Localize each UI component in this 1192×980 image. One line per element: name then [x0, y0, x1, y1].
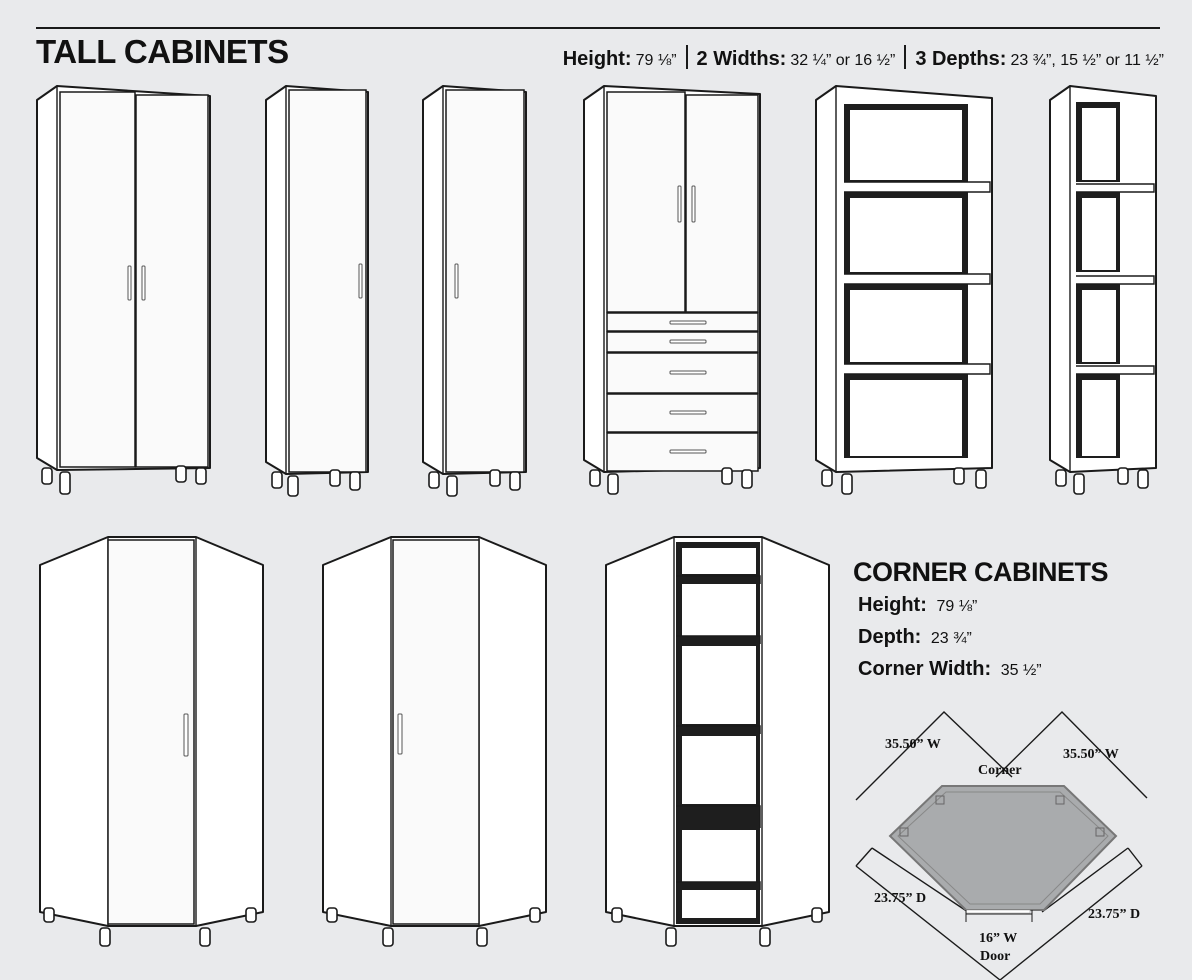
corner-width-row: Corner Width: 35 ½”: [858, 657, 1042, 683]
widths-label: 2 Widths:: [696, 48, 787, 70]
corner-specs: Height: 79 ⅛” Depth: 23 ¾” Corner Width:…: [858, 593, 1042, 689]
corner-height-row: Height: 79 ⅛”: [858, 593, 1042, 619]
right-width-label: 35.50” W: [1063, 747, 1119, 762]
tall-cabinet-narrow-single-door: [422, 85, 527, 497]
door-label: Door: [980, 949, 1010, 964]
left-width-label: 35.50” W: [885, 737, 941, 752]
height-label: Height:: [562, 48, 632, 70]
widths-value: 32 ¼” or 16 ½”: [790, 52, 896, 69]
corner-label: Corner: [978, 763, 1022, 778]
tall-specs-bar: Height: 79 ⅛” 2 Widths: 32 ¼” or 16 ½” 3…: [563, 41, 1164, 71]
spec-divider: [904, 45, 907, 69]
corner-depth-row: Depth: 23 ¾”: [858, 625, 1042, 651]
corner-width-label: Corner Width:: [858, 658, 992, 680]
corner-depth-label: Depth:: [858, 626, 922, 648]
depths-label: 3 Depths:: [915, 48, 1007, 70]
spec-divider: [685, 45, 688, 69]
top-rule: [36, 27, 1160, 29]
corner-cabinet-handle-left: [39, 536, 264, 947]
height-value: 79 ⅛”: [635, 52, 677, 69]
corner-footprint-diagram: 35.50” W 35.50” W Corner 23.75” D 23.75”…: [855, 711, 1148, 980]
depths-value: 23 ¾”, 15 ½” or 11 ½”: [1010, 52, 1164, 69]
tall-cabinet-double-door: [36, 85, 211, 495]
corner-depth-value: 23 ¾”: [930, 630, 972, 647]
corner-cabinet-handle-right: [322, 536, 547, 947]
right-depth-label: 23.75” D: [1088, 907, 1140, 922]
tall-cabinet-open-shelves-wide: [815, 85, 993, 495]
tall-cabinet-doors-drawers: [583, 85, 761, 495]
corner-height-value: 79 ⅛”: [936, 598, 978, 615]
left-depth-label: 23.75” D: [874, 891, 926, 906]
corner-width-value: 35 ½”: [1000, 662, 1042, 679]
corner-cabinets-title: CORNER CABINETS: [853, 557, 1109, 587]
corner-cabinet-open-shelves: [605, 536, 830, 947]
tall-cabinet-open-shelves-narrow: [1049, 85, 1157, 495]
tall-cabinet-narrow-single-door: [265, 85, 369, 497]
corner-height-label: Height:: [858, 594, 927, 616]
tall-cabinets-title: TALL CABINETS: [36, 33, 289, 70]
door-width-label: 16” W: [979, 931, 1017, 946]
